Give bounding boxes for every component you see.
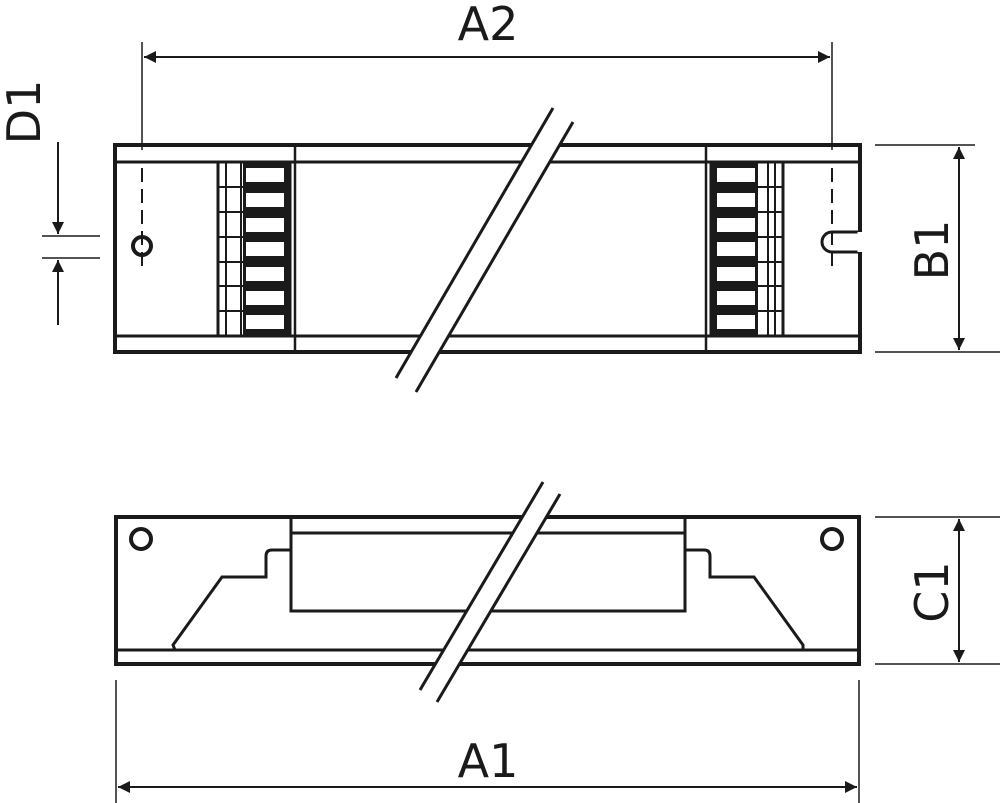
label-a1: A1 [458, 734, 519, 788]
dimension-b1 [875, 144, 1000, 353]
terminal-block-left [216, 160, 292, 338]
top-view [113, 107, 863, 393]
label-d1: D1 [0, 80, 51, 145]
mounting-hole-side-right [820, 527, 844, 551]
dimension-d1 [42, 142, 100, 325]
dimension-a2 [141, 42, 833, 150]
dimension-a1 [115, 680, 860, 803]
label-a2: A2 [458, 0, 519, 51]
dimension-c1 [875, 516, 1000, 665]
terminal-block-right [709, 160, 785, 338]
mounting-slot-right [820, 230, 860, 254]
label-b1: B1 [905, 220, 959, 281]
mounting-hole-side-left [129, 527, 153, 551]
side-view [114, 481, 861, 703]
label-c1: C1 [905, 561, 959, 622]
